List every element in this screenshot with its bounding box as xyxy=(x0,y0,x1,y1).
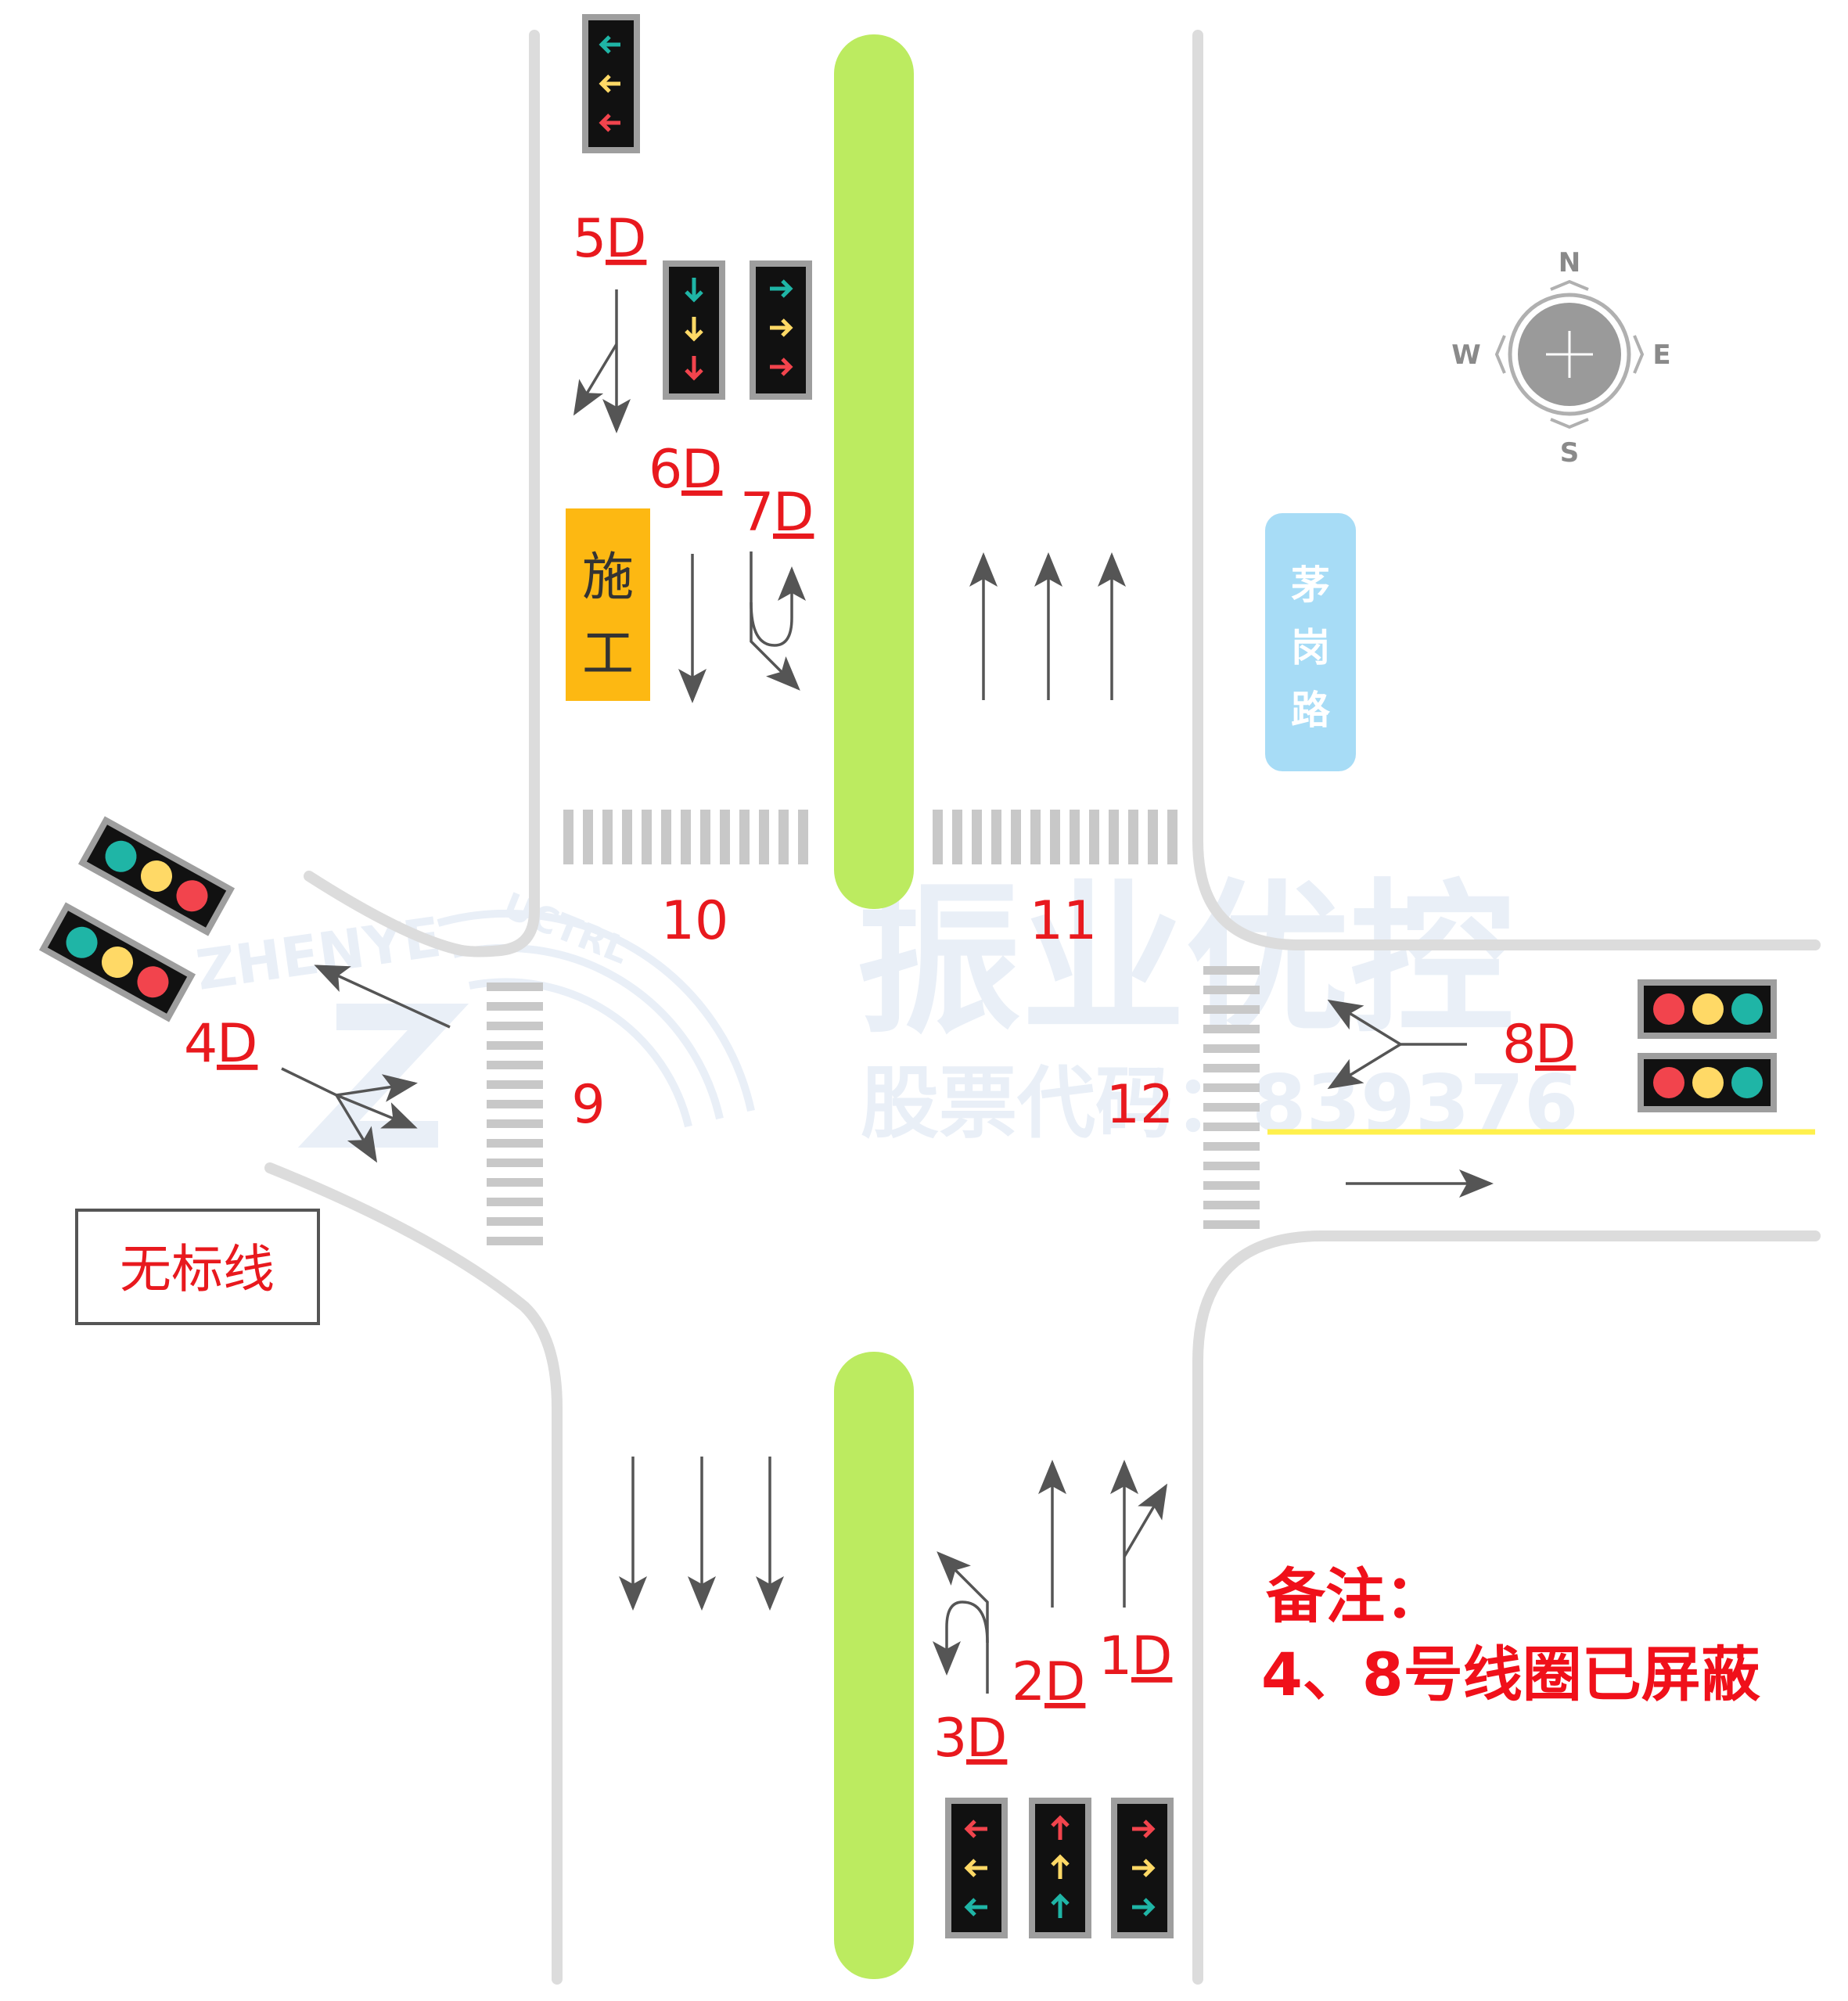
crosswalk-label-9: 9 xyxy=(571,1074,605,1136)
detector-8d-num: 8 xyxy=(1502,1014,1536,1076)
road-name-char-2: 岗 xyxy=(1291,625,1330,670)
median-north xyxy=(834,34,914,909)
arrow-8d-straight xyxy=(1327,1043,1401,1090)
arrow-7d-uturn xyxy=(750,566,806,647)
compass-n: N xyxy=(1559,247,1580,278)
signal-west-upper xyxy=(77,816,235,936)
arrow-4d-straight-2 xyxy=(336,1094,418,1129)
detector-3d: 3 D xyxy=(933,1708,1007,1769)
detector-6d-num: 6 xyxy=(649,439,682,501)
detector-4d: 4 D xyxy=(184,1013,257,1075)
detector-2d: 2 D xyxy=(1012,1651,1085,1713)
signal-north-right xyxy=(750,260,812,400)
compass-w: W xyxy=(1451,339,1481,371)
road-edges xyxy=(264,30,1821,1985)
crosswalk-north-left xyxy=(563,810,808,864)
road-name-char-1: 茅 xyxy=(1291,562,1330,608)
detector-6d: 6 D xyxy=(649,439,722,501)
signal-east-upper xyxy=(1638,979,1777,1039)
crosswalk-label-11: 11 xyxy=(1030,890,1098,952)
construction-char-2: 工 xyxy=(582,623,634,684)
note-line-2: 4、8号线圈已屏蔽 xyxy=(1261,1640,1761,1709)
road-name-sign xyxy=(1265,513,1356,771)
construction-char-1: 施 xyxy=(582,547,634,607)
arrow-7d-turn xyxy=(750,551,800,691)
signal-north-left-arrows xyxy=(582,14,640,153)
arrow-1d-right xyxy=(1123,1483,1168,1557)
compass-icon xyxy=(1494,279,1645,429)
compass-s: S xyxy=(1560,437,1580,469)
signal-south-straight xyxy=(1029,1798,1091,1938)
arrow-west-exit xyxy=(314,965,451,1029)
signal-south-right xyxy=(1111,1798,1174,1938)
no-marking-box xyxy=(75,1209,320,1325)
no-marking-label: 无标线 xyxy=(120,1239,275,1299)
detector-7d: 7 D xyxy=(740,482,814,544)
road-name-char-3: 路 xyxy=(1291,688,1331,733)
signal-east-lower xyxy=(1638,1053,1777,1112)
crosswalk-label-10: 10 xyxy=(661,890,729,952)
crosswalk-north-right xyxy=(933,810,1177,864)
detector-2d-num: 2 xyxy=(1012,1651,1045,1713)
detector-5d-suffix: D xyxy=(606,208,646,270)
signal-west-lower xyxy=(38,902,196,1022)
detector-3d-suffix: D xyxy=(966,1708,1007,1769)
detector-4d-suffix: D xyxy=(217,1013,257,1075)
detector-7d-suffix: D xyxy=(773,482,814,544)
median-south xyxy=(834,1352,914,1979)
detector-8d-suffix: D xyxy=(1535,1014,1576,1076)
crosswalk-west xyxy=(487,983,543,1245)
detector-6d-suffix: D xyxy=(681,439,722,501)
detector-5d-num: 5 xyxy=(573,208,606,270)
crosswalk-label-12: 12 xyxy=(1106,1074,1174,1136)
detector-1d-suffix: D xyxy=(1131,1626,1172,1687)
detector-1d: 1 D xyxy=(1098,1626,1172,1687)
detector-5d: 5 D xyxy=(573,208,646,270)
detector-3d-num: 3 xyxy=(933,1708,967,1769)
detector-1d-num: 1 xyxy=(1098,1626,1132,1687)
detector-2d-suffix: D xyxy=(1044,1651,1085,1713)
lane-arrows xyxy=(281,289,1494,1694)
detector-4d-num: 4 xyxy=(184,1013,218,1075)
watermark-brand: ZHENYE xyxy=(192,905,445,1003)
arrow-4d-right xyxy=(335,1094,378,1163)
construction-sign xyxy=(566,508,650,701)
signal-south-left xyxy=(945,1798,1008,1938)
compass-e: E xyxy=(1652,339,1670,371)
arrow-3d-left xyxy=(937,1551,989,1694)
signal-north-straight xyxy=(663,260,725,400)
arrow-5d-right-turn xyxy=(573,343,618,416)
crosswalk-east xyxy=(1203,966,1260,1229)
detector-8d: 8 D xyxy=(1502,1014,1576,1076)
detector-7d-num: 7 xyxy=(740,482,774,544)
note-line-1: 备注： xyxy=(1266,1561,1444,1631)
watermark-logo-z xyxy=(297,1004,469,1148)
arrow-3d-uturn xyxy=(933,1600,989,1676)
watermark-company: 振业优控 xyxy=(857,864,1514,1056)
